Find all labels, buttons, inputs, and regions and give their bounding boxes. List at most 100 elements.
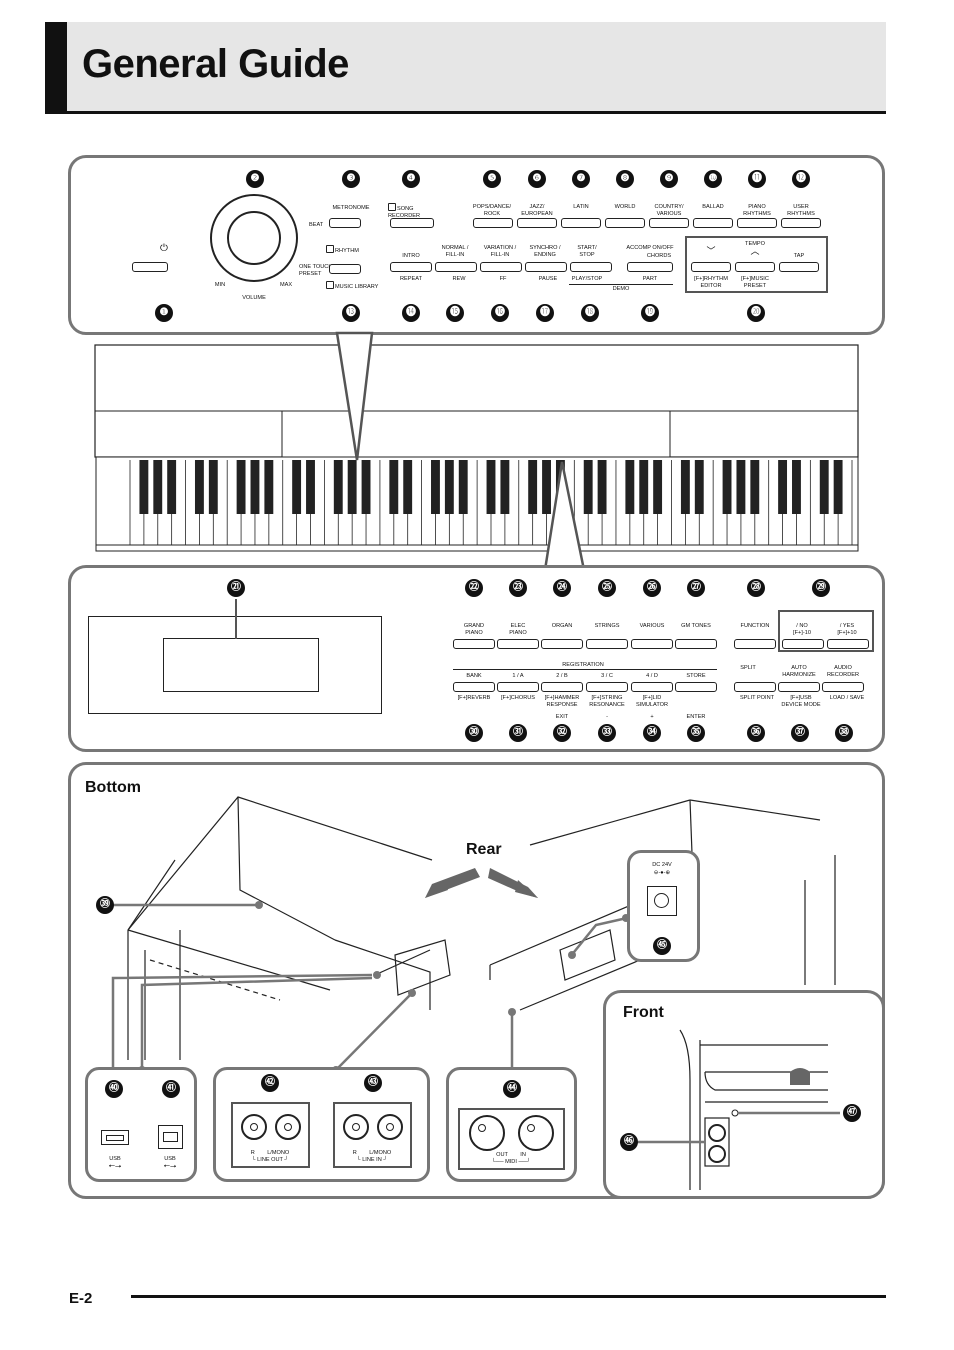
black-key [333,460,343,514]
top-control-panel: ⏻ ❶ ❷ MIN MAX VOLUME ❸ METRONOME BEAT ON… [68,155,885,335]
no-yes-group [778,610,874,652]
callout-35: ㉟ [687,724,705,742]
intro-button[interactable] [390,262,432,272]
tempo-up-button[interactable] [735,262,775,272]
usb-b-port [158,1125,183,1149]
callout-33: ㉝ [598,724,616,742]
black-key [694,460,704,514]
tone-button-5[interactable] [631,639,673,649]
auto-harmonize-button[interactable] [778,682,820,692]
black-key [639,460,649,514]
category-button-3[interactable] [561,218,601,228]
reg-sub-1: [F+]REVERB [457,695,491,701]
tempo-down-button[interactable] [691,262,731,272]
callout-5: ❺ [483,170,501,188]
lcd-display [163,638,319,692]
tempo-label: TEMPO [745,241,765,247]
display-control-panel: ㉑ ㉒ ㉓ ㉔ ㉕ ㉖ ㉗ ㉘ ㉙ GRAND PIANO ELEC PIANO… [68,565,885,752]
rhythm-text: RHYTHM [335,248,359,254]
normal-fill-button[interactable] [435,262,477,272]
reg-a-button[interactable] [497,682,539,692]
category-label-7: PIANO RHYTHMS [743,204,771,217]
black-key [778,460,788,514]
tone-button-4[interactable] [586,639,628,649]
black-key [722,460,732,514]
line-out-group [231,1102,310,1168]
black-key [167,460,177,514]
song-recorder-button[interactable] [390,218,434,228]
midi-group [458,1108,565,1170]
reg-sub-6: ENTER [686,714,706,720]
category-button-1[interactable] [473,218,513,228]
start-stop-button[interactable] [570,262,612,272]
tone-button-6[interactable] [675,639,717,649]
dc-polarity-icon: ⊖-●-⊕ [653,870,671,876]
callout-26: ㉖ [643,579,661,597]
front-illustration [638,1029,840,1190]
reg-b-button[interactable] [541,682,583,692]
split-button[interactable] [734,682,776,692]
line-out-l-jack [275,1114,301,1140]
black-key [597,460,607,514]
metronome-label: METRONOME [332,205,370,211]
variation-fill-button[interactable] [480,262,522,272]
accomp-button[interactable] [627,262,673,272]
header-accent-bar [45,22,67,111]
tone-button-2[interactable] [497,639,539,649]
reg-label-1: BANK [466,673,482,679]
store-button[interactable] [675,682,717,692]
beat-label: BEAT [309,222,324,228]
callout-1: ❶ [155,304,173,322]
callout-38: ㊳ [835,724,853,742]
callout-45: ㊺ [653,937,671,955]
black-key [833,460,843,514]
usb-icon-2: ⭠⭢ [163,1161,177,1170]
one-touch-preset-label: ONE TOUCH PRESET [299,264,333,277]
bottom-label: Bottom [85,779,141,796]
category-button-8[interactable] [781,218,821,228]
tone-button-1[interactable] [453,639,495,649]
page-header: General Guide [45,22,886,114]
usb-icon-1: ⭠⭢ [108,1161,122,1170]
category-button-5[interactable] [649,218,689,228]
callout-21: ㉑ [227,579,245,597]
category-button-6[interactable] [693,218,733,228]
category-button-2[interactable] [517,218,557,228]
callout-23: ㉓ [509,579,527,597]
line-in-r-jack [343,1114,369,1140]
no-button[interactable] [782,639,824,649]
volume-label: VOLUME [242,295,266,301]
callout-25: ㉕ [598,579,616,597]
metronome-button[interactable] [329,218,361,228]
category-button-7[interactable] [737,218,777,228]
tap-button[interactable] [779,262,819,272]
reg-d-button[interactable] [631,682,673,692]
black-key [347,460,357,514]
callout-20: ⓴ [747,304,765,322]
synchro-ending-button[interactable] [525,262,567,272]
audio-recorder-button[interactable] [822,682,864,692]
power-button[interactable] [132,262,168,272]
black-key [208,460,218,514]
callout-37: ㊲ [791,724,809,742]
bank-button[interactable] [453,682,495,692]
ff-label: FF [499,276,507,282]
load-save-label: LOAD / SAVE [829,695,865,701]
yes-button[interactable] [827,639,869,649]
category-button-4[interactable] [605,218,645,228]
volume-knob[interactable] [210,194,298,282]
footer-rule [131,1295,886,1298]
minus-label: - [606,714,608,720]
reg-c-button[interactable] [586,682,628,692]
callout-42: ㊷ [261,1074,279,1092]
black-key [153,460,163,514]
category-label-2: JAZZ/ EUROPEAN [521,204,553,217]
category-label-4: WORLD [614,204,636,210]
front-view-panel: Front [603,990,885,1199]
tone-button-3[interactable] [541,639,583,649]
music-library-label: MUSIC LIBRARY [326,281,378,291]
function-button[interactable] [734,639,776,649]
reg-label-6: STORE [686,673,706,679]
volume-max-label: MAX [279,282,293,288]
rhythm-button[interactable] [329,264,361,274]
